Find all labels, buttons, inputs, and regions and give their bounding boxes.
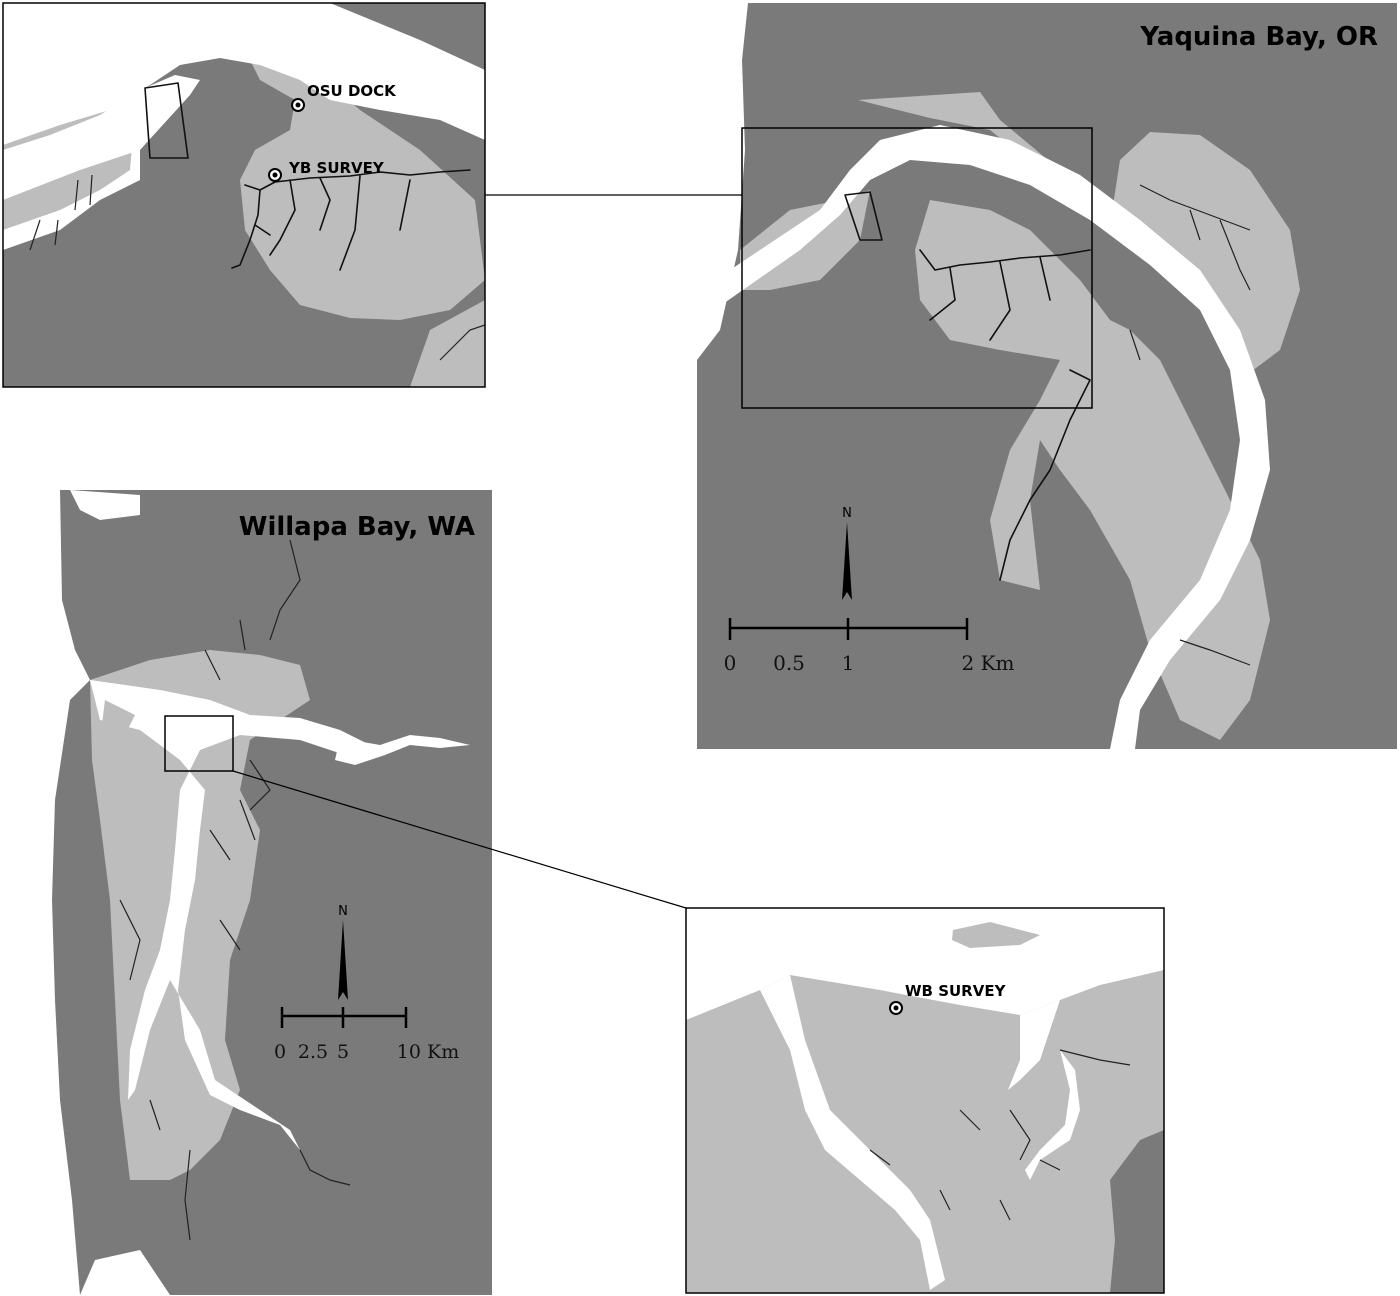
willapa-north-label: N	[338, 904, 348, 919]
willapa-inset-east-channel	[1008, 1000, 1060, 1090]
yaquina-inset-upper-channel	[3, 75, 200, 200]
willapa-inset-west-channel	[760, 975, 945, 1290]
yaquina-scale-tick-1: 0.5	[773, 651, 805, 675]
yaquina-map: Yaquina Bay, OR N 0 0.5 1 2 Km	[697, 3, 1397, 749]
yaquina-north-label: N	[842, 506, 852, 521]
north-arrow-icon	[338, 920, 348, 1000]
north-arrow-icon	[842, 522, 852, 600]
willapa-scale-bar: 0 2.5 5 10 Km	[274, 1007, 459, 1063]
osu-dock-label: OSU DOCK	[307, 82, 397, 100]
yaquina-inset-se-flat	[410, 300, 485, 387]
yb-survey-label: YB SURVEY	[288, 159, 385, 177]
yaquina-jetty	[844, 191, 883, 241]
yaquina-scale-tick-2: 1	[842, 651, 855, 675]
willapa-inset-upland	[1110, 1130, 1164, 1293]
yaquina-tributaries	[1129, 184, 1251, 666]
yaquina-title: Yaquina Bay, OR	[1139, 22, 1378, 52]
yaquina-creek-network	[919, 249, 1091, 581]
willapa-island	[100, 700, 135, 745]
willapa-inset-shoal	[952, 922, 1040, 948]
yaquina-inset-marsh	[240, 60, 485, 320]
willapa-ocean	[40, 490, 90, 1295]
willapa-inset-east-creek	[1025, 1050, 1080, 1180]
willapa-scale-tick-3: 10 Km	[397, 1041, 459, 1063]
yaquina-north-arrow: N	[842, 506, 852, 600]
yaquina-inset: OSU DOCK YB SURVEY	[2, 2, 486, 388]
willapa-leader-line	[232, 770, 687, 909]
yb-survey-site	[268, 168, 282, 182]
willapa-inset-frame	[685, 907, 1165, 1294]
willapa-inset-creeks	[869, 1049, 1131, 1221]
yaquina-inset-channel	[3, 3, 485, 145]
willapa-scale-tick-2: 5	[337, 1041, 349, 1063]
yaquina-inset-jetty	[144, 82, 189, 159]
yaquina-north-flat	[858, 92, 1300, 380]
willapa-land	[40, 490, 492, 1295]
yaquina-inset-frame	[2, 2, 486, 388]
yaquina-inset-extent	[741, 127, 1093, 409]
willapa-creeks	[119, 539, 351, 1241]
willapa-north-river	[335, 735, 470, 765]
willapa-scale-tick-1: 2.5	[298, 1041, 328, 1063]
wb-survey-site	[889, 1001, 903, 1015]
willapa-title: Willapa Bay, WA	[239, 512, 475, 542]
willapa-south-bay	[80, 1250, 170, 1295]
yaquina-scale-tick-3: 2 Km	[962, 651, 1015, 675]
yaquina-scale-bar: 0 0.5 1 2 Km	[724, 618, 1015, 675]
yaquina-inset-shoreline	[29, 174, 485, 361]
willapa-map: Willapa Bay, WA N 0 2.5 5 10 Km	[40, 490, 492, 1295]
willapa-inset-extent	[164, 715, 234, 772]
yaquina-scale-tick-0: 0	[724, 651, 737, 675]
yaquina-land	[697, 3, 1397, 749]
willapa-scale-tick-0: 0	[274, 1041, 286, 1063]
wb-survey-label: WB SURVEY	[905, 982, 1007, 1000]
willapa-north-arrow: N	[338, 904, 348, 1000]
willapa-inset: WB SURVEY	[685, 907, 1165, 1294]
osu-dock-site	[291, 98, 305, 112]
yaquina-inset-creeks	[231, 169, 471, 271]
willapa-nw-water	[70, 490, 140, 520]
